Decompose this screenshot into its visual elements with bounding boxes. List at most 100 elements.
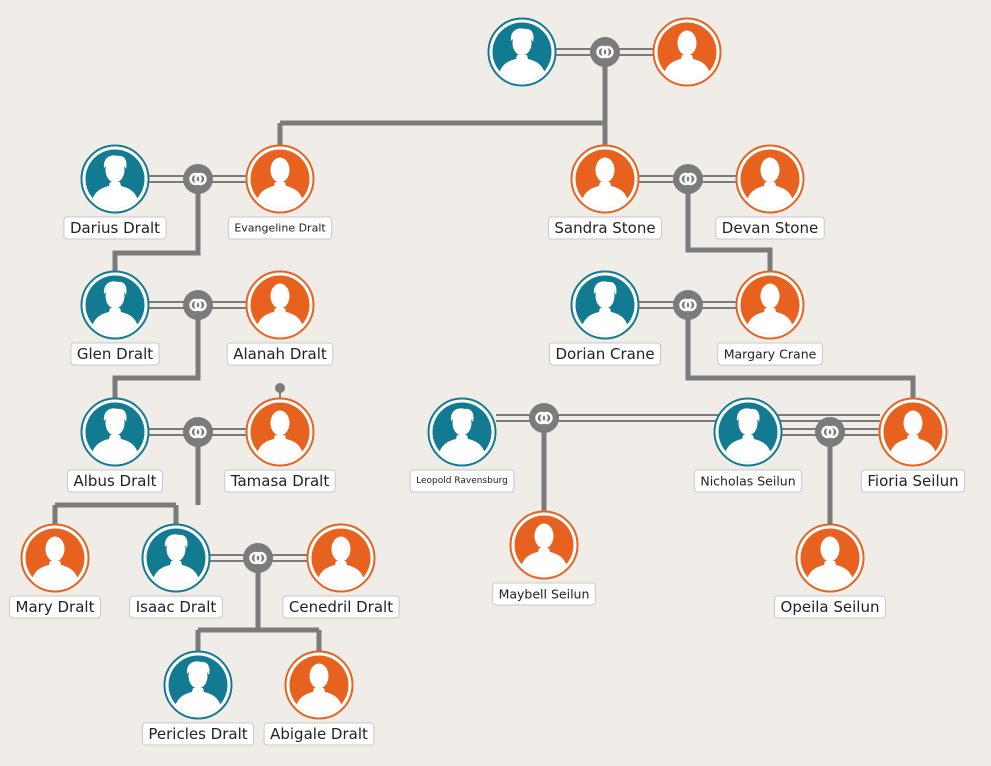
person-name: Nicholas Seilun bbox=[700, 474, 795, 489]
person-name: Isaac Dralt bbox=[136, 598, 217, 616]
couple-knot-icon bbox=[815, 417, 845, 447]
person-silhouette-icon bbox=[746, 157, 794, 209]
person-silhouette-icon bbox=[724, 408, 772, 462]
name-label-dorian: Dorian Crane bbox=[548, 342, 662, 366]
person-name: Albus Dralt bbox=[74, 472, 157, 490]
person-node-abigale[interactable] bbox=[284, 650, 354, 720]
person-silhouette-icon bbox=[889, 410, 937, 462]
person-name: Alanah Dralt bbox=[233, 345, 327, 363]
couple-knots bbox=[183, 37, 845, 573]
couple-knot-icon bbox=[243, 543, 273, 573]
name-label-darius: Darius Dralt bbox=[63, 216, 167, 240]
person-node-margary[interactable] bbox=[735, 270, 805, 340]
name-label-devan: Devan Stone bbox=[715, 216, 825, 240]
person-node-albus[interactable] bbox=[80, 397, 150, 467]
connector-lines bbox=[52, 48, 916, 653]
person-node-fioria[interactable] bbox=[878, 397, 948, 467]
person-node-sandra[interactable] bbox=[570, 144, 640, 214]
name-label-margary: Margary Crane bbox=[717, 342, 823, 366]
person-node-root-female[interactable] bbox=[652, 17, 722, 87]
descent-line-albus bbox=[52, 432, 201, 526]
descent-line-glen bbox=[112, 305, 201, 400]
person-silhouette-icon bbox=[746, 283, 794, 335]
name-label-abigale: Abigale Dralt bbox=[263, 722, 375, 746]
person-node-nicholas[interactable] bbox=[713, 397, 783, 467]
person-node-pericles[interactable] bbox=[163, 650, 233, 720]
name-label-leopold: Leopold Ravensburg bbox=[409, 469, 515, 493]
person-node-mary[interactable] bbox=[20, 523, 90, 593]
person-silhouette-icon bbox=[317, 536, 365, 588]
person-node-isaac[interactable] bbox=[141, 523, 211, 593]
person-node-darius[interactable] bbox=[80, 144, 150, 214]
person-silhouette-icon bbox=[256, 410, 304, 462]
couple-knot-icon bbox=[590, 37, 620, 67]
person-node-leopold[interactable] bbox=[427, 397, 497, 467]
person-name: Maybell Seilun bbox=[499, 587, 590, 602]
person-name: Abigale Dralt bbox=[270, 725, 368, 743]
person-silhouette-icon bbox=[31, 536, 79, 588]
person-silhouette-icon bbox=[806, 536, 854, 588]
person-name: Fioria Seilun bbox=[867, 472, 958, 490]
person-silhouette-icon bbox=[663, 30, 711, 82]
person-name: Darius Dralt bbox=[70, 219, 160, 237]
name-label-maybell: Maybell Seilun bbox=[492, 582, 596, 606]
person-name: Opeila Seilun bbox=[781, 598, 880, 616]
person-node-devan[interactable] bbox=[735, 144, 805, 214]
name-label-nicholas: Nicholas Seilun bbox=[693, 469, 803, 493]
person-name: Tamasa Dralt bbox=[230, 472, 330, 490]
person-silhouette-icon bbox=[91, 155, 139, 209]
couple-knot-icon bbox=[183, 290, 213, 320]
descent-line-darius bbox=[112, 179, 201, 273]
person-name: Cenedril Dralt bbox=[289, 598, 393, 616]
person-name: Devan Stone bbox=[722, 219, 818, 237]
person-silhouette-icon bbox=[438, 408, 486, 462]
people-nodes: Darius Dralt Evangeline Dralt Sandra Stone… bbox=[9, 17, 966, 746]
name-label-albus: Albus Dralt bbox=[67, 469, 163, 493]
pin-dot bbox=[275, 383, 285, 393]
person-silhouette-icon bbox=[256, 157, 304, 209]
person-node-evangeline[interactable] bbox=[245, 144, 315, 214]
person-node-root-male[interactable] bbox=[487, 17, 557, 87]
person-name: Dorian Crane bbox=[555, 345, 654, 363]
name-label-isaac: Isaac Dralt bbox=[129, 595, 223, 619]
person-silhouette-icon bbox=[174, 661, 222, 715]
person-silhouette-icon bbox=[91, 408, 139, 462]
name-label-cenedril: Cenedril Dralt bbox=[282, 595, 400, 619]
person-silhouette-icon bbox=[91, 281, 139, 335]
person-node-cenedril[interactable] bbox=[306, 523, 376, 593]
couple-knot-icon bbox=[529, 403, 559, 433]
person-node-maybell[interactable] bbox=[509, 510, 579, 580]
name-label-tamasa: Tamasa Dralt bbox=[224, 469, 336, 493]
name-label-sandra: Sandra Stone bbox=[547, 216, 663, 240]
name-label-alanah: Alanah Dralt bbox=[226, 342, 334, 366]
person-name: Glen Dralt bbox=[77, 345, 153, 363]
person-silhouette-icon bbox=[152, 534, 200, 588]
name-label-mary: Mary Dralt bbox=[9, 595, 101, 619]
name-label-fioria: Fioria Seilun bbox=[860, 469, 966, 493]
name-label-glen: Glen Dralt bbox=[70, 342, 160, 366]
person-name: Margary Crane bbox=[724, 347, 817, 362]
person-name: Evangeline Dralt bbox=[234, 222, 326, 235]
person-silhouette-icon bbox=[520, 523, 568, 575]
person-name: Leopold Ravensburg bbox=[416, 476, 508, 486]
person-node-alanah[interactable] bbox=[245, 270, 315, 340]
person-node-tamasa[interactable] bbox=[245, 397, 315, 467]
name-label-evangeline: Evangeline Dralt bbox=[227, 216, 333, 240]
person-name: Mary Dralt bbox=[16, 598, 95, 616]
person-silhouette-icon bbox=[581, 157, 629, 209]
person-node-opeila[interactable] bbox=[795, 523, 865, 593]
couple-knot-icon bbox=[673, 164, 703, 194]
person-silhouette-icon bbox=[581, 281, 629, 335]
descent-line-sandra bbox=[685, 179, 773, 273]
person-silhouette-icon bbox=[256, 283, 304, 335]
descent-line-root bbox=[277, 52, 608, 147]
name-label-opeila: Opeila Seilun bbox=[774, 595, 886, 619]
person-silhouette-icon bbox=[498, 28, 546, 82]
descent-line-dorian bbox=[685, 305, 916, 400]
person-node-dorian[interactable] bbox=[570, 270, 640, 340]
person-node-glen[interactable] bbox=[80, 270, 150, 340]
couple-knot-icon bbox=[183, 164, 213, 194]
descent-line-isaac bbox=[195, 558, 322, 653]
name-label-pericles: Pericles Dralt bbox=[141, 722, 255, 746]
